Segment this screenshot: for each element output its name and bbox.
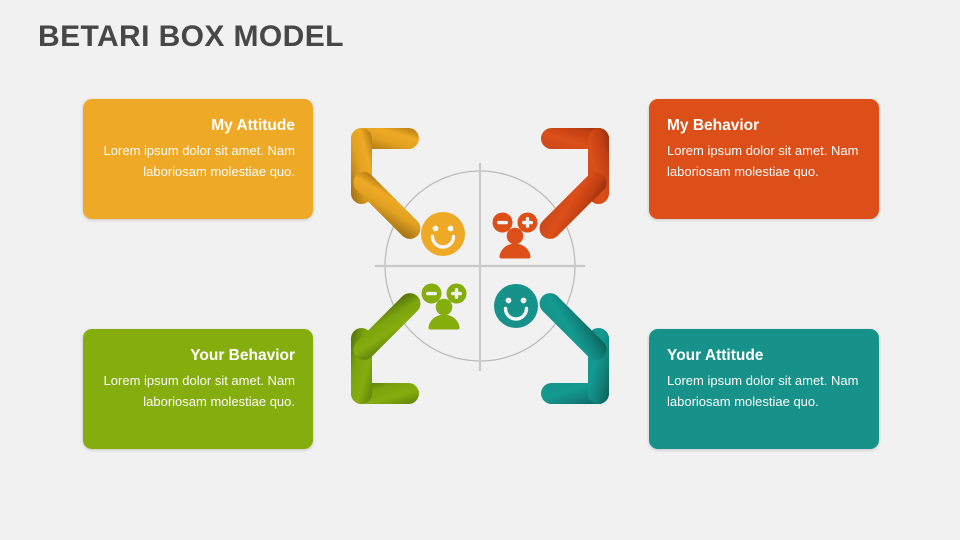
arrow-up-right-icon xyxy=(539,128,609,239)
betari-cycle-diagram xyxy=(337,118,623,414)
card-body-your-behavior: Lorem ipsum dolor sit amet. Nam laborios… xyxy=(103,373,295,409)
card-title-your-behavior: Your Behavior xyxy=(190,347,295,364)
card-your-behavior[interactable]: Your Behavior Lorem ipsum dolor sit amet… xyxy=(83,329,313,449)
card-title-my-attitude: My Attitude xyxy=(211,117,295,134)
card-my-attitude[interactable]: My Attitude Lorem ipsum dolor sit amet. … xyxy=(83,99,313,219)
smiley-face-icon-teal xyxy=(494,284,538,328)
arrow-down-right-icon xyxy=(539,293,609,404)
card-body-my-behavior: Lorem ipsum dolor sit amet. Nam laborios… xyxy=(667,143,859,179)
page-title: BETARI BOX MODEL xyxy=(38,20,344,53)
card-body-my-attitude: Lorem ipsum dolor sit amet. Nam laborios… xyxy=(103,143,295,179)
arrow-up-left-icon xyxy=(351,128,421,239)
card-title-my-behavior: My Behavior xyxy=(667,117,760,134)
person-plus-minus-icon-green xyxy=(421,283,467,330)
card-your-attitude[interactable]: Your Attitude Lorem ipsum dolor sit amet… xyxy=(649,329,879,449)
smiley-face-icon-amber xyxy=(421,212,465,256)
person-plus-minus-icon-red xyxy=(492,212,538,259)
card-body-your-attitude: Lorem ipsum dolor sit amet. Nam laborios… xyxy=(667,373,859,409)
arrow-down-left-icon xyxy=(351,293,421,404)
card-title-your-attitude: Your Attitude xyxy=(667,347,764,364)
card-my-behavior[interactable]: My Behavior Lorem ipsum dolor sit amet. … xyxy=(649,99,879,219)
